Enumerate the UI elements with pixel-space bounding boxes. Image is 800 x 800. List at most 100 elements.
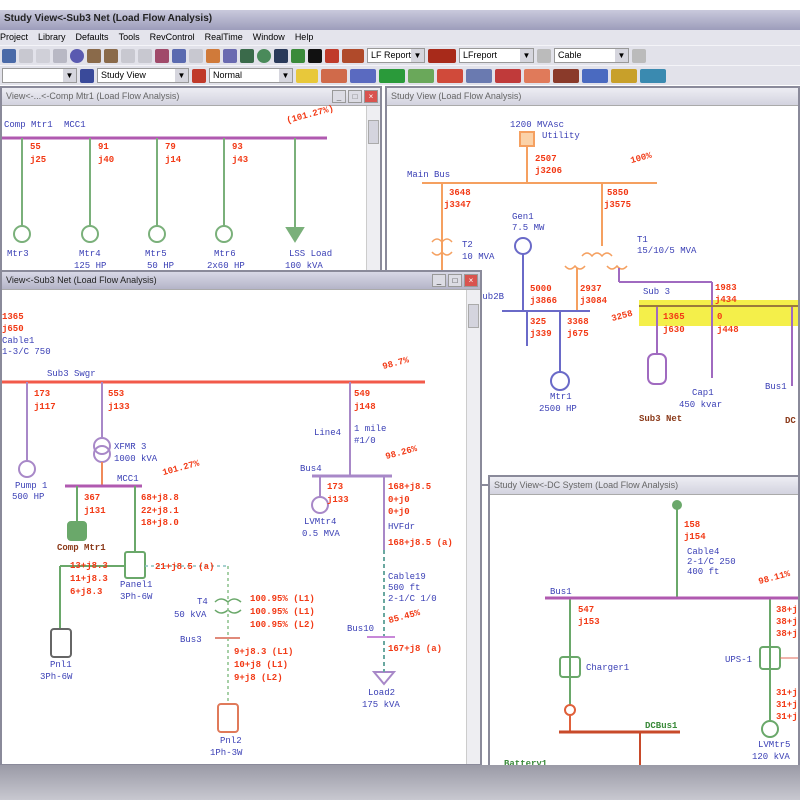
- binoculars-icon[interactable]: [308, 48, 322, 63]
- cut-icon[interactable]: [19, 48, 33, 63]
- label: Pnl2: [220, 736, 242, 746]
- list-icon[interactable]: [537, 48, 551, 63]
- flow-value: 13+j8.3: [70, 561, 108, 571]
- export-icon[interactable]: [291, 48, 305, 63]
- vertical-scrollbar[interactable]: [466, 290, 480, 764]
- layer-icon[interactable]: [274, 48, 288, 63]
- flow-value: 0: [717, 312, 723, 322]
- undo-icon[interactable]: [172, 48, 186, 63]
- alert-icon[interactable]: [379, 68, 405, 83]
- bus-label: Main Bus: [407, 170, 451, 180]
- flow-value: j3347: [444, 200, 472, 210]
- library-icon[interactable]: [206, 48, 220, 63]
- select-icon[interactable]: [138, 48, 152, 63]
- window-title-bar[interactable]: Study View<-DC System (Load Flow Analysi…: [490, 477, 798, 495]
- load-flow-icon[interactable]: [321, 68, 347, 83]
- run-report-icon[interactable]: [428, 48, 456, 63]
- scrollbar-thumb[interactable]: [468, 304, 479, 328]
- flow-value: 31+j8: [776, 700, 798, 710]
- battery-icon[interactable]: [296, 68, 318, 83]
- display-options-icon[interactable]: [495, 68, 521, 83]
- compare-icon[interactable]: [524, 68, 550, 83]
- label: LVMtr4: [304, 517, 337, 527]
- minimize-button[interactable]: _: [432, 274, 446, 287]
- report-format-dropdown[interactable]: LFreport▼: [459, 48, 534, 63]
- flow-value: j339: [530, 329, 552, 339]
- project-dropdown[interactable]: ▼: [2, 68, 77, 83]
- update-cable-icon[interactable]: [350, 68, 376, 83]
- close-button[interactable]: ×: [364, 90, 378, 103]
- label: 175 kVA: [362, 700, 400, 710]
- flow-value: 0+j0: [388, 495, 410, 505]
- menu-defaults[interactable]: Defaults: [75, 32, 109, 42]
- help-icon[interactable]: [325, 48, 339, 63]
- halt-icon[interactable]: [553, 68, 579, 83]
- menu-revcontrol[interactable]: RevControl: [149, 32, 195, 42]
- analyzer-icon[interactable]: [640, 68, 666, 83]
- find-icon[interactable]: [632, 48, 646, 63]
- label: XFMR 3: [114, 442, 147, 452]
- user-icon[interactable]: [2, 48, 16, 63]
- copy-icon[interactable]: [36, 48, 50, 63]
- redo-icon[interactable]: [189, 48, 203, 63]
- settings-icon[interactable]: [155, 48, 169, 63]
- element-dropdown[interactable]: Cable▼: [554, 48, 629, 63]
- bus-label: Bus1: [550, 587, 572, 597]
- report-icon[interactable]: [437, 68, 463, 83]
- report-user-icon[interactable]: [582, 68, 608, 83]
- label: 2500 HP: [539, 404, 577, 414]
- sub3-net-window: View<-Sub3 Net (Load Flow Analysis) _□× …: [0, 270, 482, 766]
- close-button[interactable]: ×: [464, 274, 478, 287]
- flow-value: 3648: [449, 188, 471, 198]
- grid-icon[interactable]: [223, 48, 237, 63]
- flow-value: 325: [530, 317, 547, 327]
- minimize-button[interactable]: _: [332, 90, 346, 103]
- output-report-dropdown[interactable]: LF Report▼: [367, 48, 425, 63]
- maximize-button[interactable]: □: [448, 274, 462, 287]
- flow-direction-icon[interactable]: [466, 68, 492, 83]
- voltage-profile-icon[interactable]: [408, 68, 434, 83]
- menu-library[interactable]: Library: [38, 32, 66, 42]
- menu-window[interactable]: Window: [252, 32, 285, 42]
- color-icon[interactable]: [257, 48, 271, 63]
- window-title-bar[interactable]: Study View (Load Flow Analysis): [387, 88, 798, 106]
- menu-realtime[interactable]: RealTime: [204, 32, 243, 42]
- label: 0.5 MVA: [302, 529, 340, 539]
- zoom-in-icon[interactable]: [87, 48, 101, 63]
- paste-icon[interactable]: [53, 48, 67, 63]
- flow-value: 173: [34, 389, 51, 399]
- scrollbar-thumb[interactable]: [368, 120, 379, 144]
- zoom-out-icon[interactable]: [104, 48, 118, 63]
- flow-value: 21+j8.5 (a): [155, 562, 215, 572]
- report-manager-icon[interactable]: [342, 48, 364, 63]
- label: Battery1: [504, 759, 548, 767]
- revision-icon[interactable]: [192, 68, 206, 83]
- study-view-icon[interactable]: [80, 68, 94, 83]
- label: Bus1: [765, 382, 787, 392]
- flow-value: j3866: [530, 296, 558, 306]
- label: 125 HP: [74, 261, 107, 271]
- flow-value: 38+j8: [776, 617, 798, 627]
- presentation-dropdown[interactable]: Study View▼: [97, 68, 189, 83]
- zoom-fit-icon[interactable]: [121, 48, 135, 63]
- pan-icon[interactable]: [70, 48, 84, 63]
- window-title-bar[interactable]: View<-Sub3 Net (Load Flow Analysis) _□×: [2, 272, 480, 290]
- flow-value: 167+j8 (a): [388, 644, 443, 654]
- maximize-button[interactable]: □: [348, 90, 362, 103]
- menu-help[interactable]: Help: [294, 32, 314, 42]
- label: 2-1/C 250: [687, 557, 736, 567]
- config-dropdown[interactable]: Normal▼: [209, 68, 293, 83]
- pen-icon[interactable]: [611, 68, 637, 83]
- flow-value: 553: [108, 389, 125, 399]
- menu-tools[interactable]: Tools: [118, 32, 140, 42]
- theme-icon[interactable]: [240, 48, 254, 63]
- flow-value: 79: [165, 142, 176, 152]
- bus-label: MCC1: [64, 120, 86, 130]
- window-title-bar[interactable]: View<-...<-Comp Mtr1 (Load Flow Analysis…: [2, 88, 380, 106]
- voltage-value: 100.95% (L2): [250, 620, 315, 630]
- vertical-scrollbar[interactable]: [366, 106, 380, 270]
- chevron-down-icon: ▼: [520, 49, 533, 62]
- menu-project[interactable]: Project: [0, 32, 29, 42]
- element-value: Cable: [558, 50, 582, 60]
- window-title: View<-...<-Comp Mtr1 (Load Flow Analysis…: [6, 91, 180, 101]
